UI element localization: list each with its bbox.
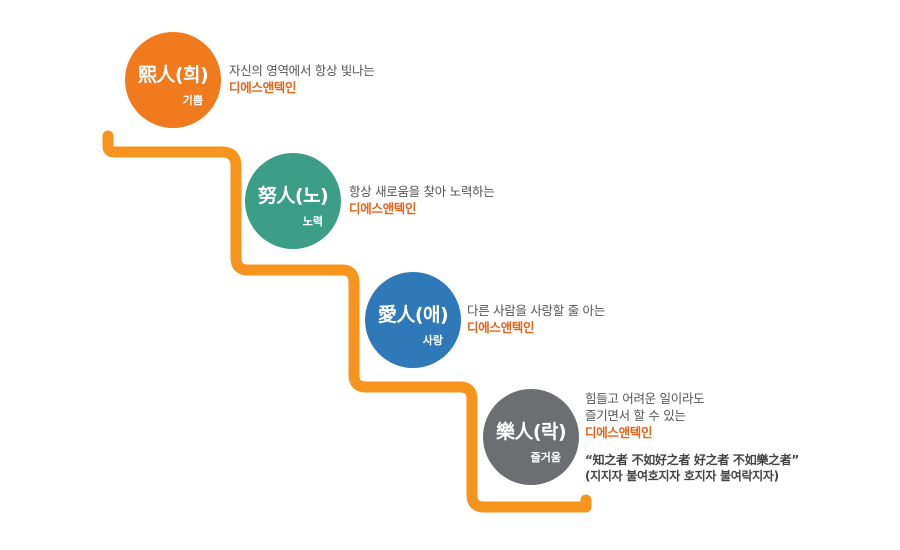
circle-title: 努人(노) (257, 185, 329, 207)
circle-love: 愛人(애) 사랑 (365, 272, 461, 368)
desc-love: 다른 사람을 사랑할 줄 아는 디에스앤텍인 (467, 302, 605, 336)
brand-label: 디에스앤텍인 (229, 80, 297, 95)
desc-line: 다른 사람을 사랑할 줄 아는 (467, 303, 605, 318)
quote-reading: (지지자 불여호지자 호지자 불여락지자) (585, 469, 779, 483)
circle-effort: 努人(노) 노력 (245, 153, 341, 249)
desc-line: 힘들고 어려운 일이라도 (585, 391, 705, 406)
brand-label: 디에스앤텍인 (467, 320, 535, 335)
desc-line: 자신의 영역에서 항상 빛나는 (229, 63, 375, 78)
circle-subtitle: 기쁨 (182, 94, 203, 107)
circle-subtitle: 사랑 (422, 334, 443, 347)
circle-title: 愛人(애) (377, 304, 449, 326)
circle-pleasure: 樂人(락) 즐거움 (483, 389, 579, 485)
desc-effort: 항상 새로움을 찾아 노력하는 디에스앤텍인 (349, 183, 495, 217)
brand-label: 디에스앤텍인 (585, 425, 653, 440)
circle-subtitle: 즐거움 (530, 451, 561, 464)
desc-joy: 자신의 영역에서 항상 빛나는 디에스앤텍인 (229, 62, 375, 96)
circle-title: 熙人(희) (137, 64, 209, 86)
circle-title: 樂人(락) (495, 421, 567, 443)
brand-label: 디에스앤텍인 (349, 201, 417, 216)
quote-hanja: “知之者 不如好之者 好之者 不如樂之者” (585, 453, 800, 467)
stair-line (102, 130, 592, 513)
desc-line: 즐기면서 할 수 있는 (585, 408, 686, 423)
circle-joy: 熙人(희) 기쁨 (125, 32, 221, 128)
circle-subtitle: 노력 (302, 215, 323, 228)
confucius-quote: “知之者 不如好之者 好之者 不如樂之者” (지지자 불여호지자 호지자 불여락… (585, 452, 799, 484)
desc-pleasure: 힘들고 어려운 일이라도 즐기면서 할 수 있는 디에스앤텍인 (585, 390, 705, 441)
desc-line: 항상 새로움을 찾아 노력하는 (349, 184, 495, 199)
